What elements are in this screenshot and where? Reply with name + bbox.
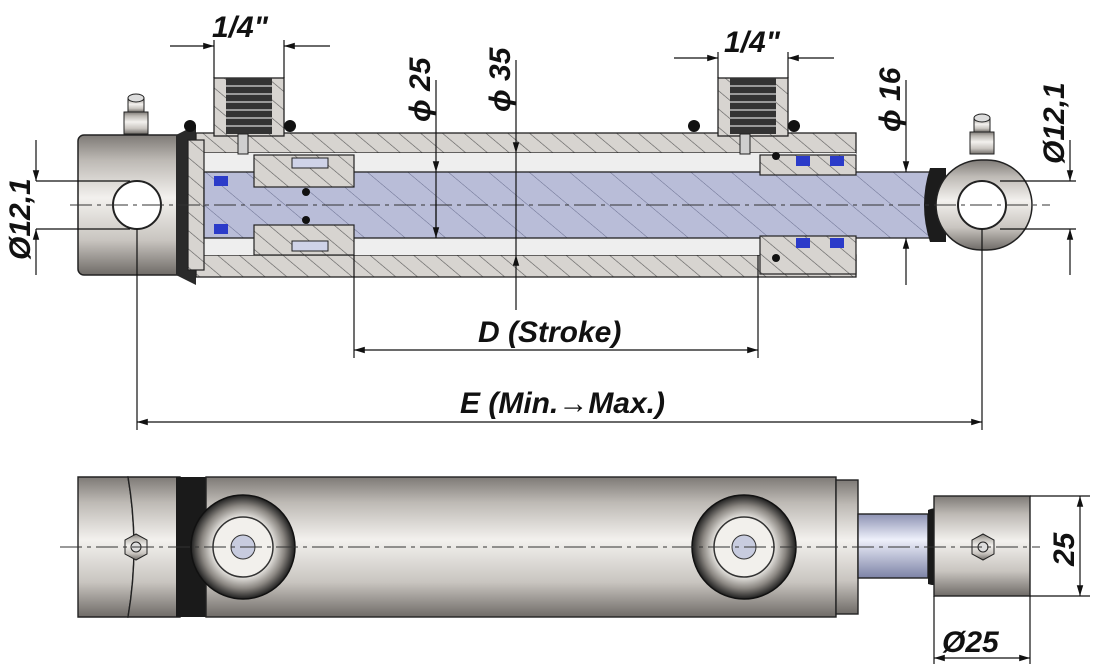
pin-hole-left-label: Ø12,1 bbox=[4, 178, 37, 260]
dimension-lines-top bbox=[32, 40, 1076, 430]
stroke-label: D (Stroke) bbox=[478, 316, 621, 349]
pin-hole-right-label: Ø12,1 bbox=[1038, 82, 1071, 164]
eye-diameter-label: Ø25 bbox=[942, 626, 1000, 659]
gland bbox=[759, 152, 857, 275]
port-left-label: 1/4" bbox=[212, 11, 269, 44]
section-view bbox=[70, 77, 1050, 285]
port-right bbox=[688, 77, 800, 155]
exterior-view bbox=[60, 476, 1040, 618]
length-label: E (Min.→Max.) bbox=[460, 387, 665, 420]
bore-diameter-label: ϕ 35 bbox=[484, 46, 517, 112]
grease-nipple-left bbox=[123, 93, 149, 135]
grease-nipple-right bbox=[969, 113, 995, 155]
port-left bbox=[184, 77, 296, 155]
dimension-lines-bottom bbox=[933, 495, 1090, 664]
rod-end-diameter-label: ϕ 16 bbox=[874, 67, 907, 132]
eye-width-label: 25 bbox=[1048, 531, 1081, 567]
piston bbox=[214, 154, 355, 256]
barrel-wall-bottom bbox=[195, 254, 857, 278]
port-right-label: 1/4" bbox=[724, 26, 781, 59]
rod-exterior bbox=[857, 513, 929, 579]
rod-diameter-label: ϕ 25 bbox=[404, 56, 437, 122]
